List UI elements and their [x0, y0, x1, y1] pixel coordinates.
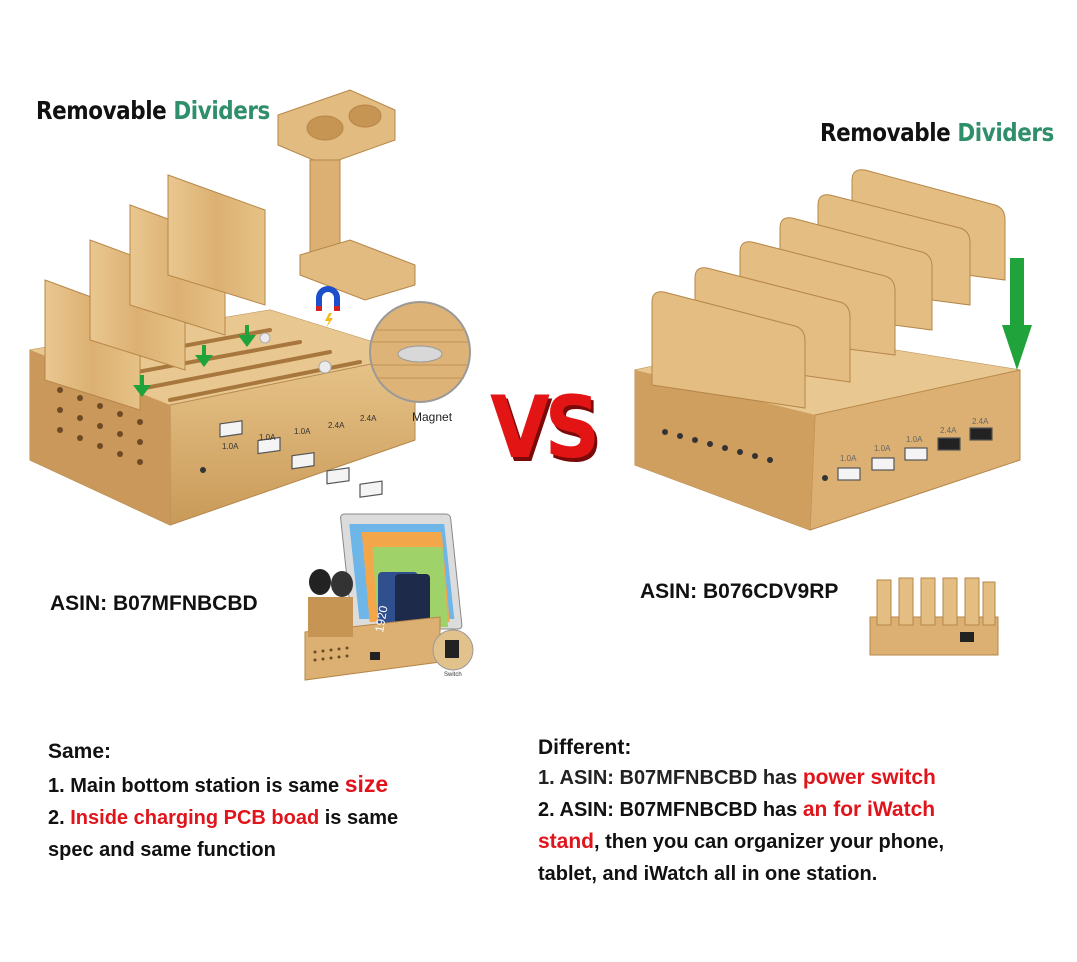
- same-line2-prefix: 2.: [48, 807, 71, 829]
- left-port-label: 1.0A: [222, 442, 239, 451]
- left-headline: Removable Dividers: [36, 96, 270, 125]
- same-line2-suffix: is same: [319, 807, 399, 829]
- vs-text: VS: [490, 378, 600, 478]
- different-line-1: 1. ASIN: B07MFNBCBD has power switch: [538, 762, 1058, 794]
- right-port-label: 2.4A: [940, 426, 957, 435]
- left-asin: ASIN: B07MFNBCBD: [50, 592, 258, 615]
- different-line-2: 2. ASIN: B07MFNBCBD has an for iWatch: [538, 794, 1058, 826]
- different-line-3: stand, then you can organizer your phone…: [538, 826, 1058, 858]
- right-headline-word1: Removable: [820, 118, 958, 147]
- left-port-label: 1.0A: [294, 427, 311, 436]
- same-line-2: 2. Inside charging PCB boad is same: [48, 802, 488, 834]
- left-product-photo-with-devices: [304, 513, 474, 681]
- different-line1-prefix: 1. ASIN: B07MFNBCBD has: [538, 767, 803, 789]
- right-product-back-photo: [869, 577, 999, 656]
- different-line1-highlight: power switch: [802, 766, 936, 789]
- different-line3-highlight: stand: [538, 830, 595, 853]
- right-port-labels: 1.0A 1.0A 1.0A 2.4A 2.4A: [840, 417, 1000, 463]
- left-port-label: 2.4A: [360, 414, 377, 423]
- same-line2-highlight: Inside charging PCB boad: [70, 807, 320, 829]
- magnet-label: Magnet: [412, 410, 453, 424]
- right-headline-word2: Dividers: [957, 118, 1054, 147]
- right-headline: Removable Dividers: [820, 118, 1054, 147]
- left-port-label: 1.0A: [259, 433, 276, 442]
- same-title: Same:: [48, 740, 112, 763]
- same-line-3: spec and same function: [48, 839, 276, 861]
- left-port-label: 2.4A: [328, 421, 345, 430]
- same-block: Same: 1. Main bottom station is same siz…: [48, 740, 488, 866]
- left-charging-station-image: [29, 89, 471, 526]
- left-headline-word1: Removable: [36, 96, 174, 125]
- different-line3-suffix: , then you can organizer your phone,: [594, 831, 945, 853]
- magnet-icon: [316, 286, 340, 328]
- same-line1-highlight: size: [344, 771, 389, 797]
- different-block: Different: 1. ASIN: B07MFNBCBD has power…: [538, 736, 1058, 890]
- right-port-label: 1.0A: [906, 435, 923, 444]
- left-headline-word2: Dividers: [173, 96, 270, 125]
- down-arrow-icon: [1002, 258, 1032, 370]
- left-port-labels: 1.0A 1.0A 1.0A 2.4A 2.4A: [222, 414, 392, 451]
- different-line-4: tablet, and iWatch all in one station.: [538, 863, 878, 885]
- switch-label: Switch: [444, 672, 462, 678]
- different-line2-prefix: 2. ASIN: B07MFNBCBD has: [538, 799, 803, 821]
- different-line2-highlight: an for iWatch: [802, 798, 936, 821]
- different-title: Different:: [538, 736, 632, 759]
- right-port-label: 1.0A: [874, 444, 891, 453]
- right-port-label: 2.4A: [972, 417, 989, 426]
- right-asin: ASIN: B076CDV9RP: [640, 580, 839, 603]
- same-line-1: 1. Main bottom station is same size: [48, 768, 488, 802]
- same-line1-prefix: 1. Main bottom station is same: [48, 775, 345, 797]
- right-charging-station-image: [634, 169, 1032, 531]
- right-port-label: 1.0A: [840, 454, 857, 463]
